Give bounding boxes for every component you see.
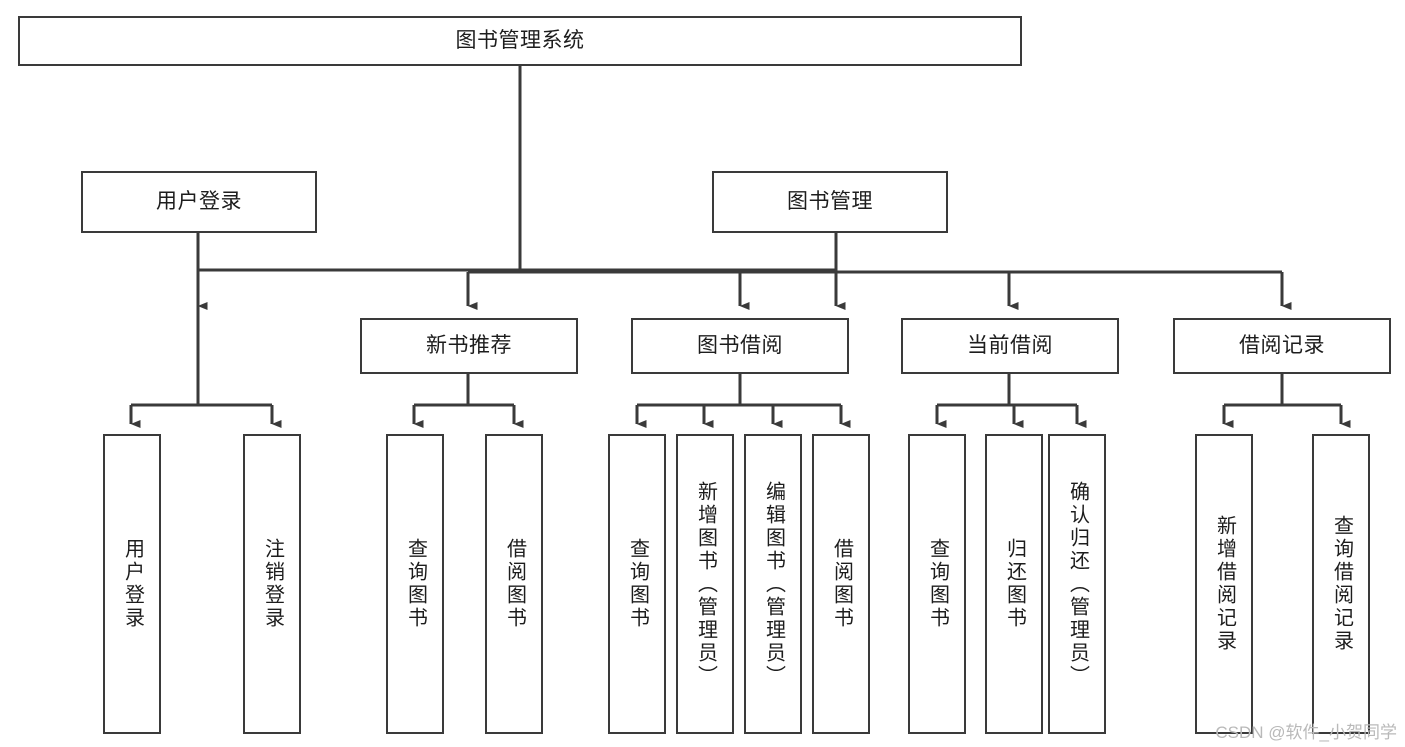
node-leaf-logout[interactable]: 注销登录 <box>243 434 301 734</box>
node-leaf-edit-book-admin-label: 编辑图书（管理员） <box>762 480 785 688</box>
node-leaf-confirm-return-admin-label: 确认归还（管理员） <box>1066 480 1089 688</box>
node-new-book-recommend-label: 新书推荐 <box>426 334 512 358</box>
node-leaf-query-book-borrow-label: 查询图书 <box>626 538 649 630</box>
node-leaf-add-borrow-record[interactable]: 新增借阅记录 <box>1195 434 1253 734</box>
node-user-login-label: 用户登录 <box>156 190 242 214</box>
node-leaf-return-book-label: 归还图书 <box>1003 538 1026 630</box>
node-root[interactable]: 图书管理系统 <box>18 16 1022 66</box>
node-new-book-recommend[interactable]: 新书推荐 <box>360 318 578 374</box>
node-leaf-query-book-current[interactable]: 查询图书 <box>908 434 966 734</box>
node-book-borrow[interactable]: 图书借阅 <box>631 318 849 374</box>
node-leaf-user-login[interactable]: 用户登录 <box>103 434 161 734</box>
node-leaf-add-book-admin-label: 新增图书（管理员） <box>694 480 717 688</box>
node-borrow-record-label: 借阅记录 <box>1239 334 1325 358</box>
node-leaf-add-book-admin[interactable]: 新增图书（管理员） <box>676 434 734 734</box>
node-leaf-query-book-recommend-label: 查询图书 <box>404 538 427 630</box>
node-leaf-borrow-book-recommend[interactable]: 借阅图书 <box>485 434 543 734</box>
node-book-management-label: 图书管理 <box>787 190 873 214</box>
node-leaf-query-book-recommend[interactable]: 查询图书 <box>386 434 444 734</box>
node-leaf-edit-book-admin[interactable]: 编辑图书（管理员） <box>744 434 802 734</box>
watermark: CSDN @软件_小贺同学 <box>1215 723 1397 742</box>
node-leaf-query-book-borrow[interactable]: 查询图书 <box>608 434 666 734</box>
node-leaf-return-book[interactable]: 归还图书 <box>985 434 1043 734</box>
node-book-management[interactable]: 图书管理 <box>712 171 948 233</box>
node-leaf-query-book-current-label: 查询图书 <box>926 538 949 630</box>
node-leaf-query-borrow-record[interactable]: 查询借阅记录 <box>1312 434 1370 734</box>
node-current-borrow[interactable]: 当前借阅 <box>901 318 1119 374</box>
node-root-label: 图书管理系统 <box>455 29 585 53</box>
node-leaf-query-borrow-record-label: 查询借阅记录 <box>1330 515 1353 653</box>
node-leaf-borrow-book[interactable]: 借阅图书 <box>812 434 870 734</box>
node-leaf-add-borrow-record-label: 新增借阅记录 <box>1213 515 1236 653</box>
node-borrow-record[interactable]: 借阅记录 <box>1173 318 1391 374</box>
node-leaf-logout-label: 注销登录 <box>261 538 284 630</box>
node-user-login[interactable]: 用户登录 <box>81 171 317 233</box>
node-leaf-borrow-book-recommend-label: 借阅图书 <box>503 538 526 630</box>
node-leaf-borrow-book-label: 借阅图书 <box>830 538 853 630</box>
node-book-borrow-label: 图书借阅 <box>697 334 783 358</box>
node-current-borrow-label: 当前借阅 <box>967 334 1053 358</box>
node-leaf-confirm-return-admin[interactable]: 确认归还（管理员） <box>1048 434 1106 734</box>
node-leaf-user-login-label: 用户登录 <box>121 538 144 630</box>
